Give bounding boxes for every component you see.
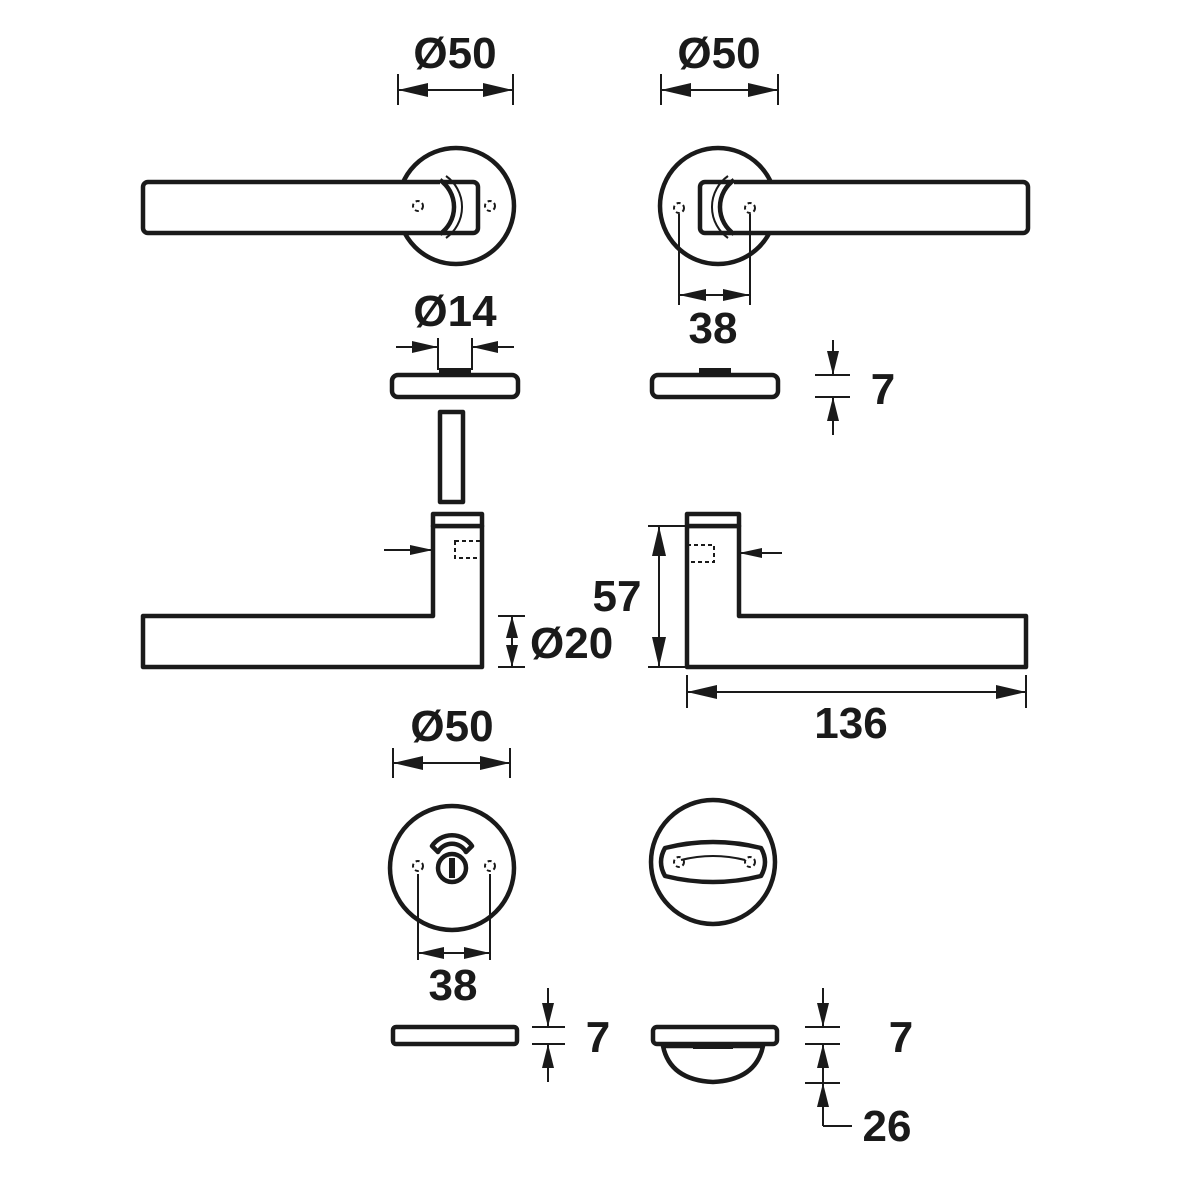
lever-neck-right [717,178,736,236]
spindle [437,409,466,505]
dimension-hole-spacing-escutcheon: 38 [417,874,491,1010]
label-rose-diameter-right: Ø50 [677,29,760,78]
dimension-rose-height: 7 [815,340,895,435]
lever-front-view-left [140,145,517,267]
label-hole-spacing-escutcheon: 38 [429,961,478,1010]
label-lever-diameter: Ø20 [530,619,613,668]
lever-side-view-right [684,511,1029,670]
label-rose-diameter-left: Ø50 [413,29,496,78]
dimension-lever-diameter: Ø20 [498,615,613,668]
escutcheon-indicator-front [387,803,517,933]
rose-side-view-left [389,368,521,400]
label-thumbturn-height: 26 [863,1102,912,1151]
dimension-lever-height: 57 [593,525,687,668]
dimension-escutcheon-height-left: 7 [532,988,610,1082]
dimension-lever-length: 136 [686,675,1027,748]
lever-neck-left [438,178,457,236]
dimension-rose-diameter-right: Ø50 [660,29,779,105]
label-lever-height: 57 [593,572,642,621]
screw-hole-escutcheon-2 [484,860,496,872]
lever-bar-left [140,179,481,236]
screw-hole-escutcheon-1 [412,860,424,872]
screw-hole-left-2 [484,200,496,212]
dimension-rose-diameter-left: Ø50 [397,29,514,105]
dimension-escutcheon-height-right: 7 [805,988,913,1084]
thumbturn-front [648,797,778,927]
label-spindle-diameter: Ø14 [413,287,497,336]
dimension-hole-spacing-rose: 38 [678,214,751,353]
screw-hole-right-1 [673,202,685,214]
label-rose-height: 7 [871,365,895,414]
label-lever-length: 136 [814,699,887,748]
label-escutcheon-height-left: 7 [586,1013,610,1062]
dimension-spindle-diameter: Ø14 [396,287,514,370]
lever-bar-right [697,179,1031,236]
thumbturn-side-view [650,1024,780,1085]
screw-hole-right-2 [744,202,756,214]
rose-side-view-right [649,368,781,400]
label-hole-spacing-rose: 38 [689,304,738,353]
dimension-thumbturn-height: 26 [817,1083,911,1151]
screw-hole-left-1 [412,200,424,212]
lever-side-view-left [140,511,485,670]
lever-front-view-right [657,145,1031,267]
label-escutcheon-height-right: 7 [889,1013,913,1062]
label-escutcheon-diameter: Ø50 [410,702,493,751]
escutcheon-side-view-left [390,1024,520,1047]
dimension-escutcheon-diameter: Ø50 [392,702,511,778]
